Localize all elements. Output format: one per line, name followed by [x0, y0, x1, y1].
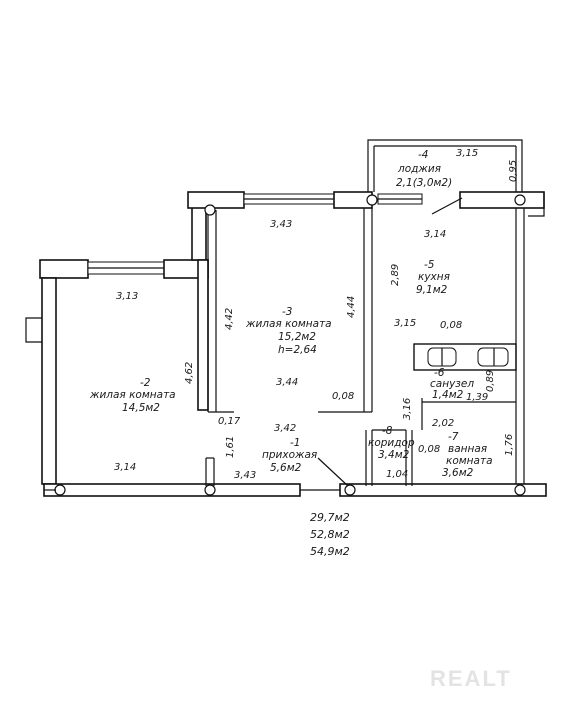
- bath-number: -7: [448, 431, 459, 443]
- dim-wc-height: 0,89: [485, 370, 496, 392]
- dim-bath-height: 1,76: [504, 434, 515, 456]
- bath-area: 3,6м2: [442, 467, 474, 479]
- dim-wc-width-2: 1,39: [466, 392, 488, 403]
- dim-bath-width: 2,02: [432, 418, 454, 429]
- wc-name: санузел: [430, 378, 474, 390]
- room2-area: 14,5м2: [122, 402, 160, 414]
- total-living-area: 29,7м2: [310, 511, 350, 524]
- loggia-name: лоджия: [397, 163, 441, 175]
- wc-area: 1,4м2: [432, 389, 464, 401]
- dim-corridor-height: 3,16: [402, 398, 413, 420]
- hall-number: -1: [290, 437, 300, 449]
- dim-kitchen-mid: 3,14: [424, 229, 446, 240]
- dim-bath-wall: 0,08: [418, 444, 440, 455]
- bath-name: ванная: [448, 443, 487, 455]
- dim-room2-height: 4,62: [184, 362, 195, 384]
- dim-kitchen-height: 2,89: [390, 264, 401, 286]
- kitchen-area: 9,1м2: [416, 284, 448, 296]
- corridor-name: коридор: [368, 437, 415, 449]
- kitchen-number: -5: [424, 259, 435, 271]
- dim-room2-top: 3,13: [116, 291, 138, 302]
- corridor-area: 3,4м2: [378, 449, 410, 461]
- dim-hall-height: 1,61: [225, 436, 236, 458]
- dim-room2-bottom: 3,14: [114, 462, 136, 473]
- dim-loggia-width: 3,15: [456, 148, 478, 159]
- dim-wc-width: 0,08: [440, 320, 462, 331]
- walls: [25, 139, 547, 497]
- room2-name: жилая комната: [89, 389, 176, 401]
- room3-name: жилая комната: [245, 318, 332, 330]
- total-area: 52,8м2: [310, 528, 350, 541]
- dim-room3-top: 3,43: [270, 219, 292, 230]
- dim-kitchen-bottom: 3,15: [394, 318, 416, 329]
- watermark-logo: REALT: [430, 666, 512, 691]
- room3-height: h=2,64: [278, 344, 317, 356]
- kitchen-name: кухня: [418, 271, 450, 283]
- dim-loggia-depth: 0,95: [508, 160, 519, 182]
- dim-wall-a: 0,17: [218, 416, 241, 427]
- bath-name-2: комната: [446, 455, 493, 467]
- dim-room3-left: 4,42: [224, 308, 235, 330]
- room2-number: -2: [140, 377, 151, 389]
- dim-hall-width: 3,42: [274, 423, 296, 434]
- hall-area: 5,6м2: [270, 462, 302, 474]
- total-area-with-loggia: 54,9м2: [310, 545, 350, 558]
- dim-room3-bottom: 3,44: [276, 377, 298, 388]
- dim-wall-b: 0,08: [332, 391, 354, 402]
- dim-hall-bottom: 3,43: [234, 470, 256, 481]
- corridor-number: -8: [382, 425, 393, 437]
- room3-area: 15,2м2: [278, 331, 316, 343]
- dim-room3-right: 4,44: [346, 296, 357, 318]
- loggia-number: -4: [418, 149, 428, 161]
- hall-name: прихожая: [262, 449, 317, 461]
- wc-number: -6: [434, 367, 445, 379]
- loggia-area: 2,1(3,0м2): [396, 177, 452, 189]
- dim-corridor-width: 1,04: [386, 469, 408, 480]
- room3-number: -3: [282, 306, 292, 318]
